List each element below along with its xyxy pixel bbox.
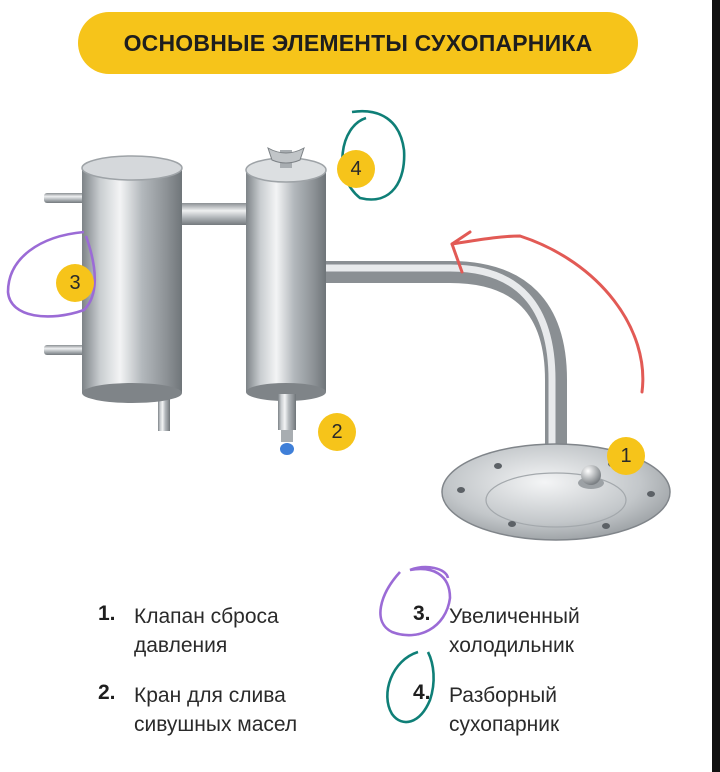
legend-number: 4. bbox=[413, 681, 431, 704]
screen-edge bbox=[712, 0, 720, 772]
badge-2: 2 bbox=[318, 413, 356, 451]
steamer-cylinder bbox=[245, 146, 327, 455]
cooler-cylinder bbox=[44, 155, 183, 431]
teal-circle-annotation bbox=[341, 109, 406, 201]
legend-number: 1. bbox=[98, 602, 116, 625]
legend-number: 3. bbox=[413, 602, 431, 625]
title-banner: ОСНОВНЫЕ ЭЛЕМЕНТЫ СУХОПАРНИКА bbox=[78, 12, 638, 74]
legend-number: 2. bbox=[98, 681, 116, 704]
purple-legend-annotation bbox=[379, 565, 452, 637]
purple-circle-annotation bbox=[6, 230, 97, 318]
badge-3: 3 bbox=[56, 264, 94, 302]
red-arrow-annotation bbox=[450, 234, 645, 394]
teal-legend-annotation bbox=[386, 650, 435, 724]
badge-1: 1 bbox=[607, 437, 645, 475]
badge-4: 4 bbox=[337, 150, 375, 188]
connector-tube bbox=[176, 203, 252, 225]
page-title: ОСНОВНЫЕ ЭЛЕМЕНТЫ СУХОПАРНИКА bbox=[123, 29, 593, 56]
